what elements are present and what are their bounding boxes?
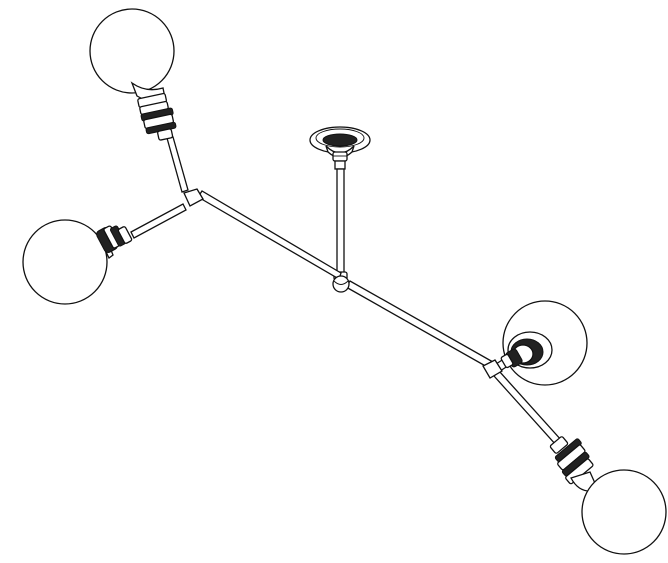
ceiling-canopy — [309, 126, 371, 162]
socket-bottom-right — [549, 436, 599, 492]
globe-left — [22, 219, 108, 305]
center-joint — [332, 275, 350, 293]
globe-bottom-right — [581, 469, 667, 555]
socket-top-left — [130, 81, 177, 141]
upper-left-arm-group — [130, 136, 204, 239]
downrod — [333, 160, 348, 281]
socket-left — [96, 225, 133, 259]
globe-top-left — [89, 8, 175, 94]
socket-right — [500, 331, 553, 369]
